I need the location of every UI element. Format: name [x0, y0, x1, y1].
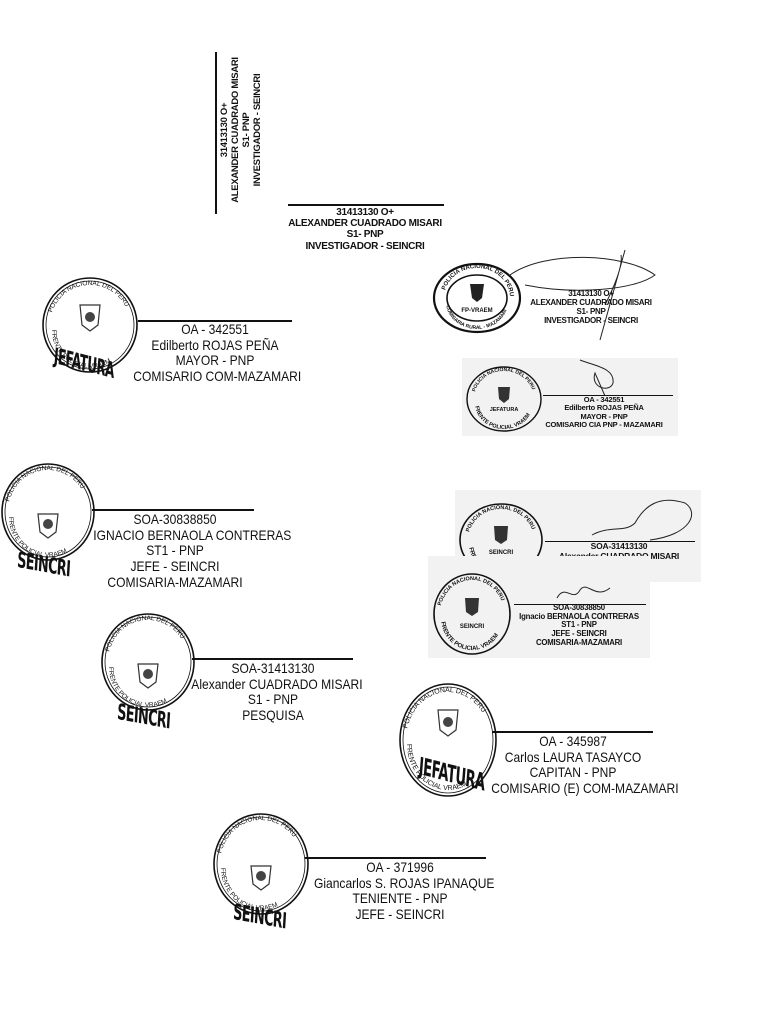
id-line: SOA-31413130 [590, 541, 648, 551]
id-line: ALEXANDER CUADRADO MISARI [530, 297, 652, 307]
sig-line: MAYOR - PNP [175, 352, 255, 369]
signature-rule [192, 658, 353, 660]
jefatura-stamp-scan: POLICIA NACIONAL DEL PERU FRENTE POLICIA… [465, 365, 543, 433]
id-line: ST1 - PNP [561, 620, 597, 630]
id-line: MAYOR - PNP [580, 411, 628, 421]
id-line: OA - 342551 [583, 395, 625, 404]
handwritten-signature [591, 499, 693, 541]
id-line: Edilberto ROJAS PEÑA [564, 403, 644, 413]
id-line: 31413130 O+ [336, 207, 394, 218]
scan-image-jefatura [462, 358, 678, 436]
sig-line: TENIENTE - PNP [352, 890, 448, 907]
seincri-stamp: POLICIA NACIONAL DEL PERU FRENTE POLICIA… [100, 612, 195, 712]
sig-line: OA - 342551 [181, 321, 249, 337]
signature-rule [514, 604, 646, 605]
sig-line: CAPITAN - PNP [529, 764, 617, 781]
svg-text:POLICIA NACIONAL DEL PERU: POLICIA NACIONAL DEL PERU [104, 615, 186, 652]
id-line: INVESTIGADOR - SEINCRI [544, 315, 638, 325]
signature-rule [543, 395, 673, 396]
sig-line: ST1 - PNP [146, 542, 204, 559]
id-line: S1- PNP [346, 229, 384, 241]
sig-line: S1 - PNP [247, 691, 299, 708]
signature-block-rojas-ipanaque: OA - 371996 Giancarlos S. ROJAS IPANAQUE… [314, 859, 495, 923]
id-line: S1- PNP [576, 306, 606, 316]
signature-block-laura: OA - 345987 Carlos LAURA TASAYCO CAPITAN… [491, 733, 679, 797]
sig-line: Giancarlos S. ROJAS IPANAQUE [314, 874, 495, 891]
stamp-center-text: SEINCRI [460, 624, 485, 630]
sig-line: Carlos LAURA TASAYCO [504, 748, 642, 765]
id-line: ALEXANDER CUADRADO MISARI [288, 218, 442, 230]
id-line: 31413130 O+ [568, 289, 614, 298]
jefatura-stamp: POLICIA NACIONAL DEL PERU FRENTE POLICIA… [398, 682, 498, 800]
sig-line: SOA-30838850 [133, 511, 217, 527]
sig-line: Edilberto ROJAS PEÑA [151, 336, 279, 353]
id-line: COMISARIA-MAZAMARI [535, 637, 623, 647]
id-line: JEFE - SEINCRI [551, 629, 607, 639]
printed-id-block: 31413130 O+ ALEXANDER CUADRADO MISARI S1… [280, 207, 450, 252]
scan-image-seincri-2 [428, 556, 650, 658]
seincri-stamp: POLICIA NACIONAL DEL PERU FRENTE POLICIA… [212, 812, 310, 916]
signature-block-cuadrado: SOA-31413130 Alexander CUADRADO MISARI S… [191, 660, 363, 724]
signature-rule [492, 731, 653, 733]
sig-line: SOA-31413130 [231, 660, 315, 676]
signature-rule [305, 857, 486, 859]
stamp-center-text: FP-VRAEM [461, 308, 492, 314]
sig-line: JEFE - SEINCRI [130, 558, 220, 575]
stamp-arc-text: POLICIA NACIONAL DEL PERU [104, 615, 186, 652]
svg-text:POLICIA NACIONAL DEL PERU: POLICIA NACIONAL DEL PERU [4, 465, 86, 502]
stamp-center-text: JEFATURA [490, 407, 519, 413]
sig-line: JEFE - SEINCRI [355, 906, 445, 923]
id-line: COMISARIO CIA PNP - MAZAMARI [545, 420, 663, 430]
handwritten-signature [579, 359, 614, 397]
id-line: INVESTIGADOR - SEINCRI [305, 240, 425, 252]
sig-line: COMISARIO (E) COM-MAZAMARI [491, 780, 679, 797]
scan-id-block: 31413130 O+ ALEXANDER CUADRADO MISARI S1… [516, 289, 666, 326]
stamp-arc-text: POLICIA NACIONAL DEL PERU [4, 465, 86, 502]
sig-line: OA - 345987 [539, 733, 607, 749]
jefatura-stamp: POLICIA NACIONAL DEL PERU FRENTE POLICIA… [40, 275, 140, 375]
sig-line: Alexander CUADRADO MISARI [191, 675, 363, 692]
vertical-signature-block: 31413130 O+ ALEXANDER CUADRADO MISARI S1… [219, 45, 264, 215]
id-line: Ignacio BERNAOLA CONTRERAS [519, 611, 639, 621]
signature-rule [92, 509, 254, 511]
scan-id-block: SOA-30838850 Ignacio BERNAOLA CONTRERAS … [508, 603, 650, 648]
stamp-arc-text: POLICIA NACIONAL DEL PERU [47, 280, 130, 313]
sig-line: OA - 371996 [366, 859, 434, 875]
sig-line: IGNACIO BERNAOLA CONTRERAS [93, 526, 292, 543]
signature-block-bernaola: SOA-30838850 IGNACIO BERNAOLA CONTRERAS … [93, 511, 292, 590]
fp-vraem-stamp: POLICIA NACIONAL DEL PERU COMISARIA RURA… [432, 262, 522, 334]
sig-line: PESQUISA [242, 707, 304, 724]
id-line: Alexander CUADRADO MISARI [559, 550, 680, 561]
sig-line: COMISARIA-MAZAMARI [107, 573, 243, 590]
seincri-stamp: POLICIA NACIONAL DEL PERU FRENTE POLICIA… [0, 462, 95, 562]
handwritten-signature [509, 249, 656, 341]
sig-line: COMISARIO COM-MAZAMARI [133, 368, 302, 385]
signature-block-rojas: OA - 342551 Edilberto ROJAS PEÑA MAYOR -… [133, 321, 302, 385]
signature-rule [288, 204, 444, 206]
signature-rule [138, 320, 292, 322]
stamp-center-text: SEINCRI [489, 550, 514, 556]
vertical-rule [215, 52, 217, 214]
handwritten-signature [556, 586, 611, 599]
id-line: SOA-30838850 [553, 603, 605, 612]
signature-rule [545, 541, 695, 542]
seincri-stamp-scan-2: POLICIA NACIONAL DEL PERU FRENTE POLICIA… [432, 572, 512, 656]
vertical-line: INVESTIGADOR - SEINCRI [251, 73, 263, 187]
svg-text:POLICIA NACIONAL DEL PERU: POLICIA NACIONAL DEL PERU [47, 280, 130, 313]
scan-id-block: OA - 342551 Edilberto ROJAS PEÑA MAYOR -… [534, 395, 674, 430]
